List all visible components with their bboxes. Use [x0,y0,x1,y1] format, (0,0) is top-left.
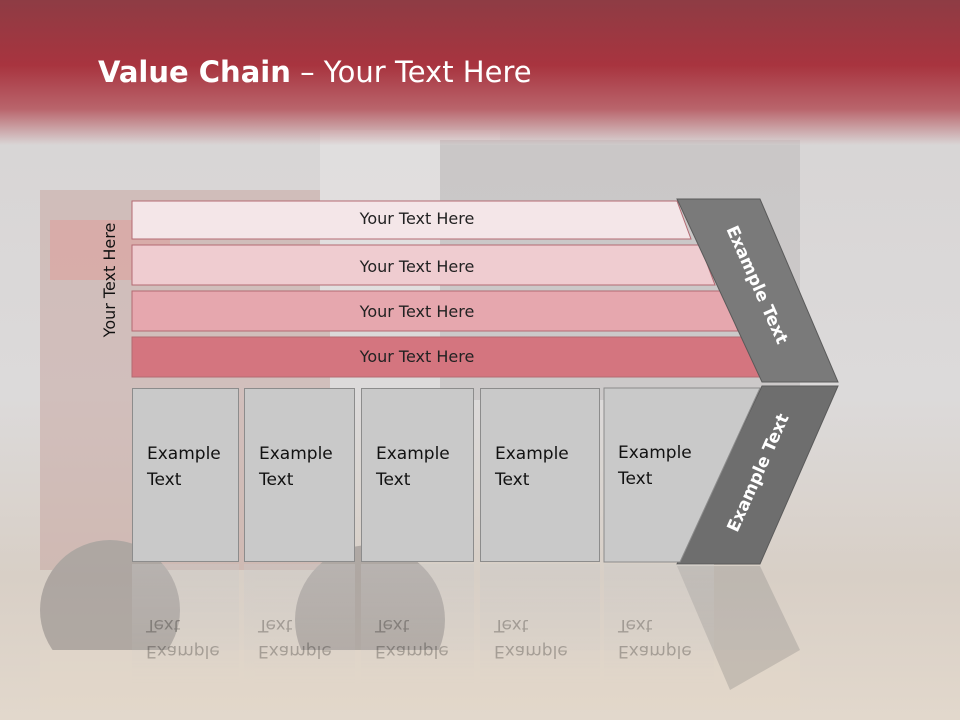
sand-ground [40,650,800,710]
chain-row-1 [131,200,692,240]
row-2-label: Your Text Here [359,257,475,276]
chain-row-2 [131,244,716,286]
box-1-line1: Example [147,444,221,464]
box-4-line2: Text [495,470,530,490]
row-1-label: Your Text Here [359,209,475,228]
box-3-line1: Example [376,444,450,464]
box-5-line2: Text [618,469,653,489]
row-3-label: Your Text Here [359,302,475,321]
slide-title: Value Chain – Your Text Here [98,55,532,89]
box-2-line1: Example [259,444,333,464]
box-1-line2: Text [147,470,182,490]
box-2-line2: Text [259,470,294,490]
chevron-reflection [677,566,800,690]
box-5-shape [603,387,761,563]
chevron-upper [676,198,839,383]
title-bold: Value Chain [98,55,291,89]
box-3-line2: Text [376,470,411,490]
box-5-line1: Example [618,443,692,463]
slide-header: Value Chain – Your Text Here [0,0,960,145]
box-4-line1: Example [495,444,569,464]
truck-wheel-front [40,540,180,680]
row-4-label: Your Text Here [359,347,475,366]
title-rest: – Your Text Here [290,55,532,89]
